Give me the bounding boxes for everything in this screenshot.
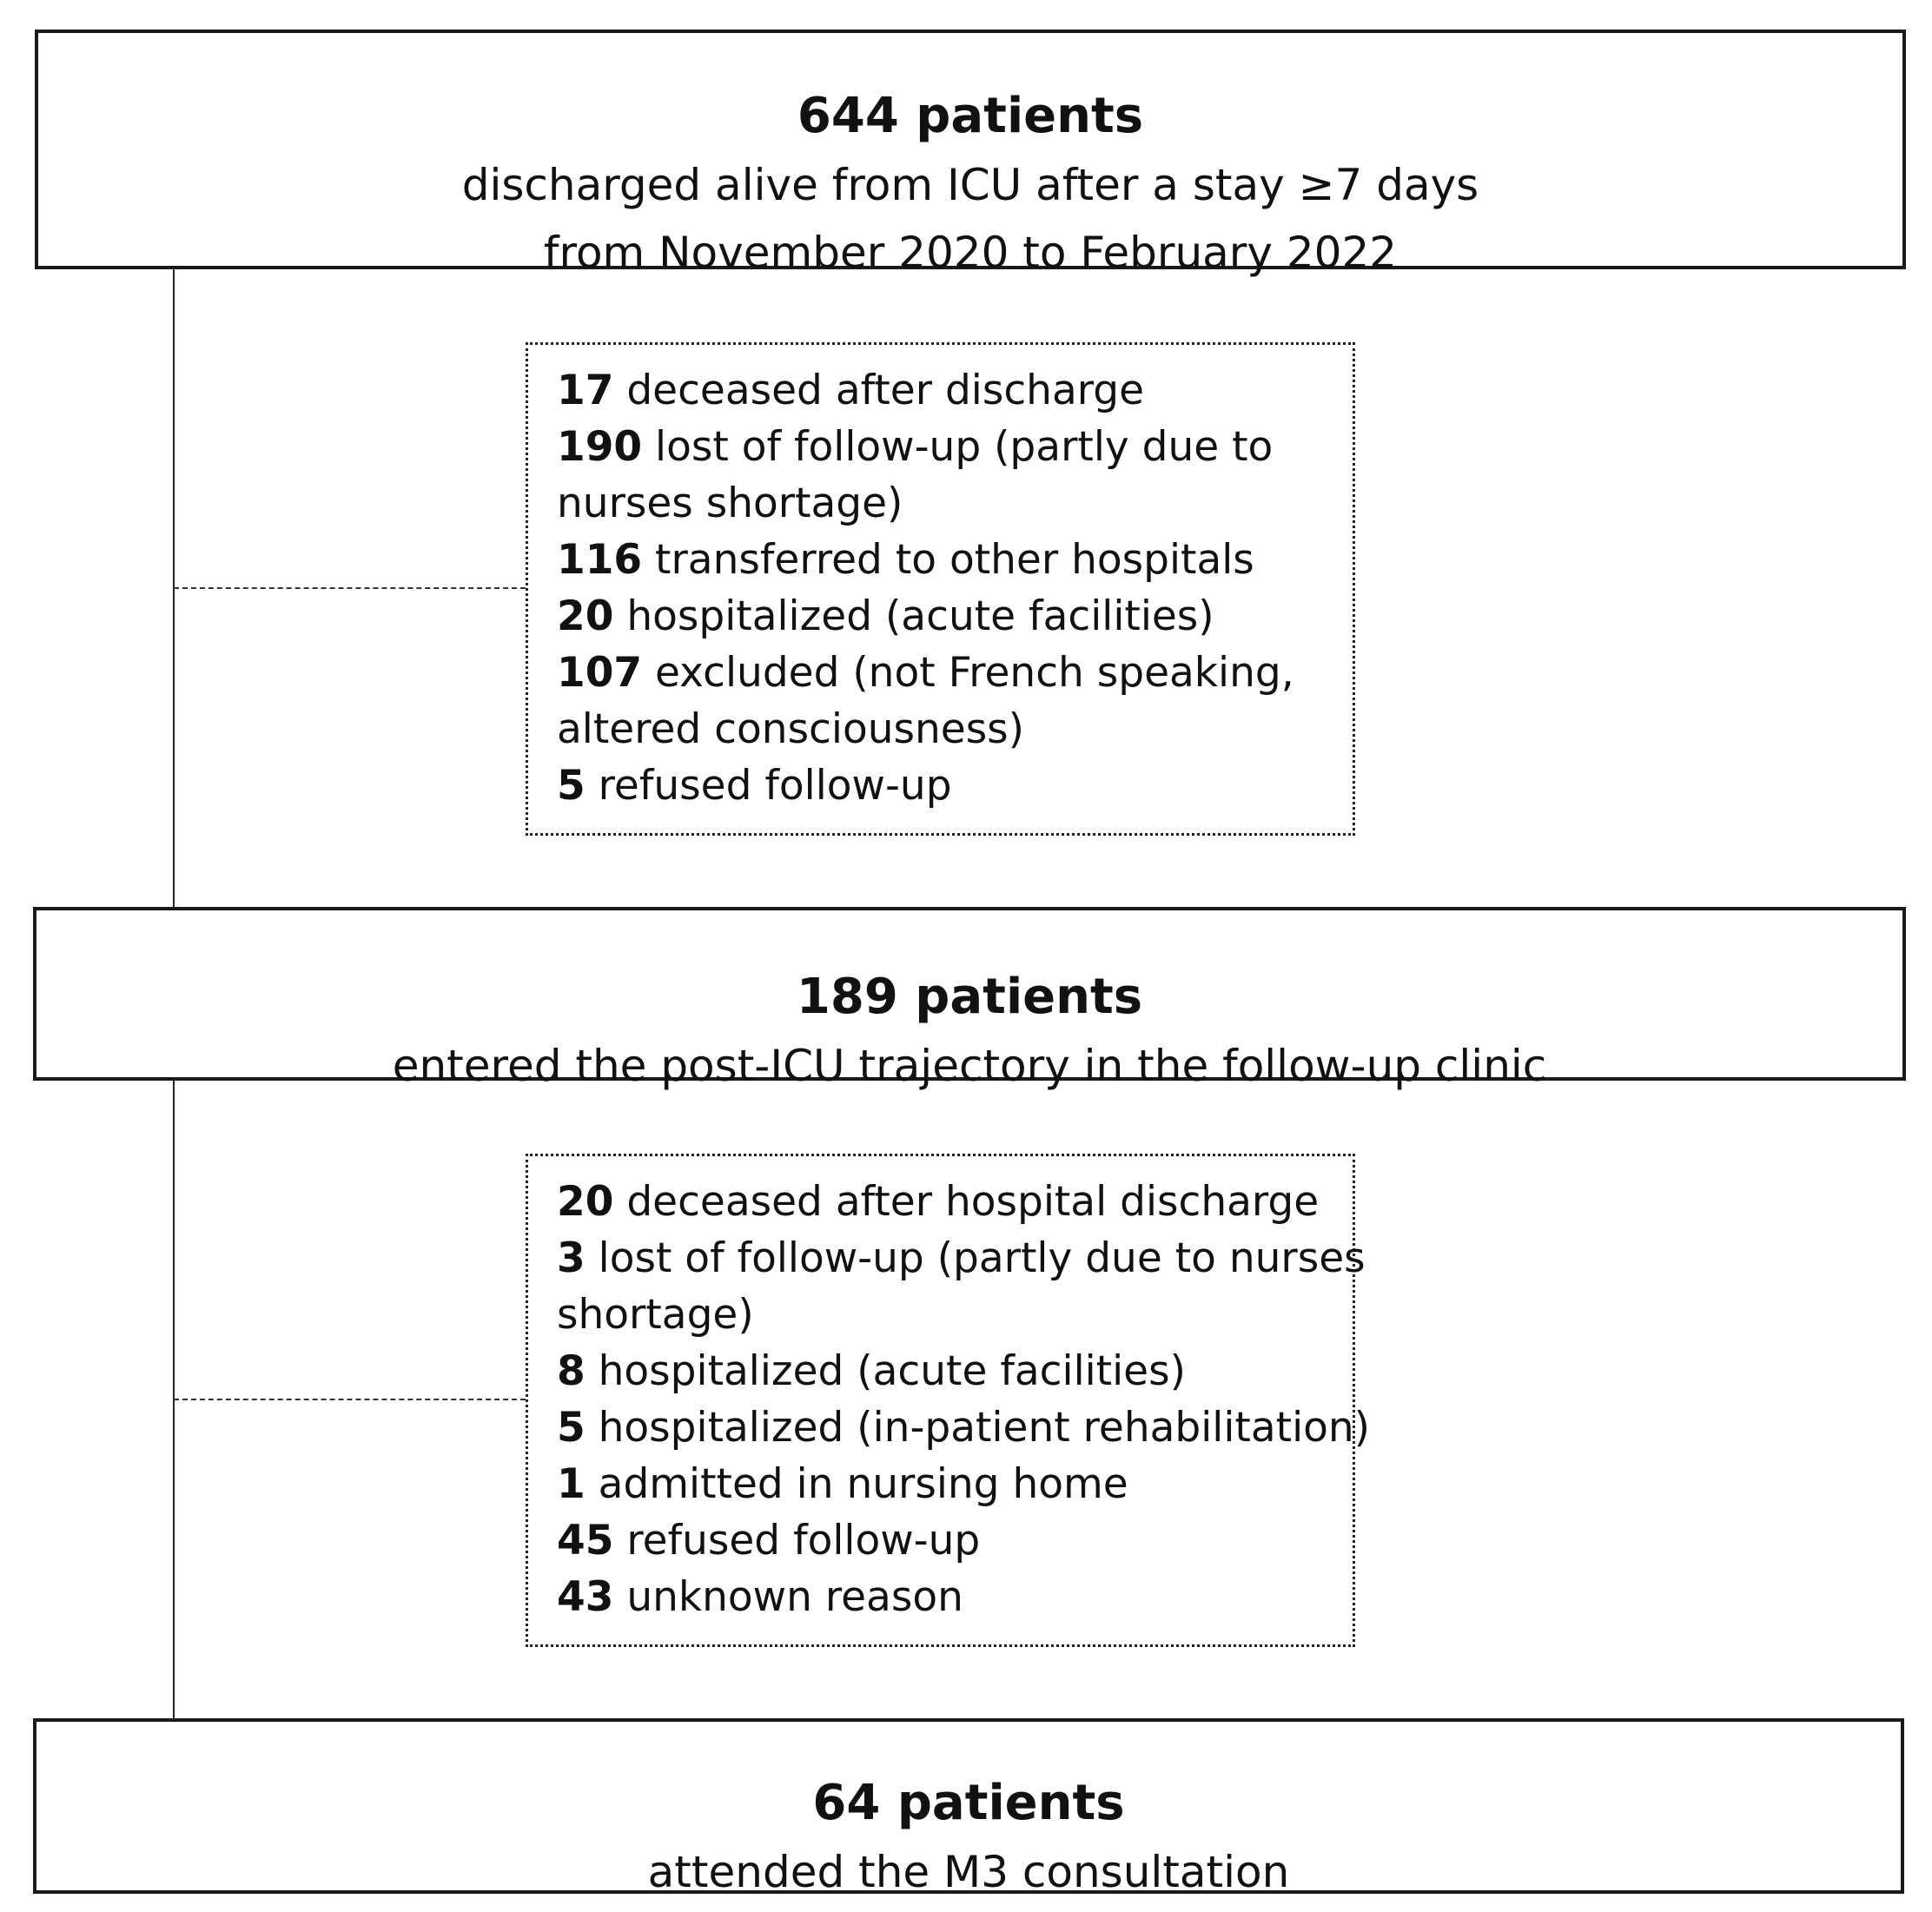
exclusion-reason: hospitalized (in-patient rehabilitation) <box>585 1404 1371 1452</box>
exclusion-count: 1 <box>557 1460 586 1508</box>
exclusion-row: nurses shortage) <box>557 475 1327 532</box>
exclusion-reason: refused follow-up <box>613 1517 981 1565</box>
exclusion-row: 5 hospitalized (in-patient rehabilitatio… <box>557 1399 1370 1456</box>
exclusion-count: 20 <box>557 1178 614 1226</box>
exclusion-row: 17 deceased after discharge <box>557 362 1327 419</box>
connector-dashed-2 <box>174 1399 526 1400</box>
exclusion-reason: hospitalized (acute facilities) <box>585 1347 1186 1395</box>
exclusion-count: 116 <box>557 536 643 584</box>
exclusion-row: 1 admitted in nursing home <box>557 1456 1327 1512</box>
exclusion-row: 20 deceased after hospital discharge <box>557 1174 1327 1230</box>
exclusion-reason: deceased after discharge <box>613 367 1145 414</box>
exclusion-row: 107 excluded (not French speaking, <box>557 645 1327 701</box>
exclusion-count: 45 <box>557 1517 614 1565</box>
exclusion-reason: lost of follow-up (partly due to <box>642 423 1274 471</box>
exclusion-reason: nurses shortage) <box>557 480 903 527</box>
exclusion-reason: altered consciousness) <box>557 705 1024 753</box>
exclusion-row: 3 lost of follow-up (partly due to nurse… <box>557 1230 1366 1287</box>
connector-dashed-1 <box>174 587 526 589</box>
exclusion-box-1: 17 deceased after discharge 190 lost of … <box>526 342 1355 836</box>
exclusion-count: 5 <box>557 762 586 810</box>
exclusion-row: 116 transferred to other hospitals <box>557 532 1327 588</box>
exclusion-reason: admitted in nursing home <box>585 1460 1128 1508</box>
box-description-line: from November 2020 to February 2022 <box>543 228 1398 278</box>
exclusion-reason: transferred to other hospitals <box>642 536 1254 584</box>
flow-box-initial-cohort: 644 patients discharged alive from ICU a… <box>35 30 1906 278</box>
exclusion-row: shortage) <box>557 1287 1327 1343</box>
exclusion-count: 3 <box>557 1234 586 1282</box>
exclusion-row: 5 refused follow-up <box>557 758 1327 814</box>
exclusion-count: 43 <box>557 1573 614 1621</box>
exclusion-reason: shortage) <box>557 1291 754 1339</box>
box-description-line: discharged alive from ICU after a stay ≥… <box>461 160 1479 210</box>
exclusion-reason: lost of follow-up (partly due to nurses <box>585 1234 1366 1282</box>
box-title: 644 patients <box>797 88 1144 144</box>
exclusion-box-2: 20 deceased after hospital discharge 3 l… <box>526 1154 1370 1647</box>
box-description-line: entered the post-ICU trajectory in the f… <box>392 1041 1547 1091</box>
exclusion-count: 17 <box>557 367 614 414</box>
exclusion-reason: deceased after hospital discharge <box>613 1178 1320 1226</box>
exclusion-count: 107 <box>557 649 643 697</box>
exclusion-row: altered consciousness) <box>557 701 1327 758</box>
exclusion-count: 20 <box>557 592 614 640</box>
box-description-line: attended the M3 consultation <box>647 1847 1290 1897</box>
flow-box-m3-consultation: 64 patients attended the M3 consultation <box>33 1718 1904 1897</box>
exclusion-reason: excluded (not French speaking, <box>642 649 1294 697</box>
box-title: 64 patients <box>812 1775 1125 1831</box>
exclusion-count: 5 <box>557 1404 586 1452</box>
exclusion-row: 45 refused follow-up <box>557 1512 1327 1569</box>
exclusion-count: 8 <box>557 1347 586 1395</box>
exclusion-row: 20 hospitalized (acute facilities) <box>557 588 1327 645</box>
exclusion-row: 43 unknown reason <box>557 1569 1327 1625</box>
exclusion-reason: hospitalized (acute facilities) <box>613 592 1214 640</box>
box-title: 189 patients <box>796 969 1143 1025</box>
exclusion-count: 190 <box>557 423 643 471</box>
exclusion-row: 190 lost of follow-up (partly due to <box>557 419 1327 475</box>
exclusion-row: 8 hospitalized (acute facilities) <box>557 1343 1327 1399</box>
flow-box-follow-up-clinic: 189 patients entered the post-ICU trajec… <box>33 907 1906 1091</box>
exclusion-reason: unknown reason <box>613 1573 963 1621</box>
exclusion-reason: refused follow-up <box>585 762 952 810</box>
